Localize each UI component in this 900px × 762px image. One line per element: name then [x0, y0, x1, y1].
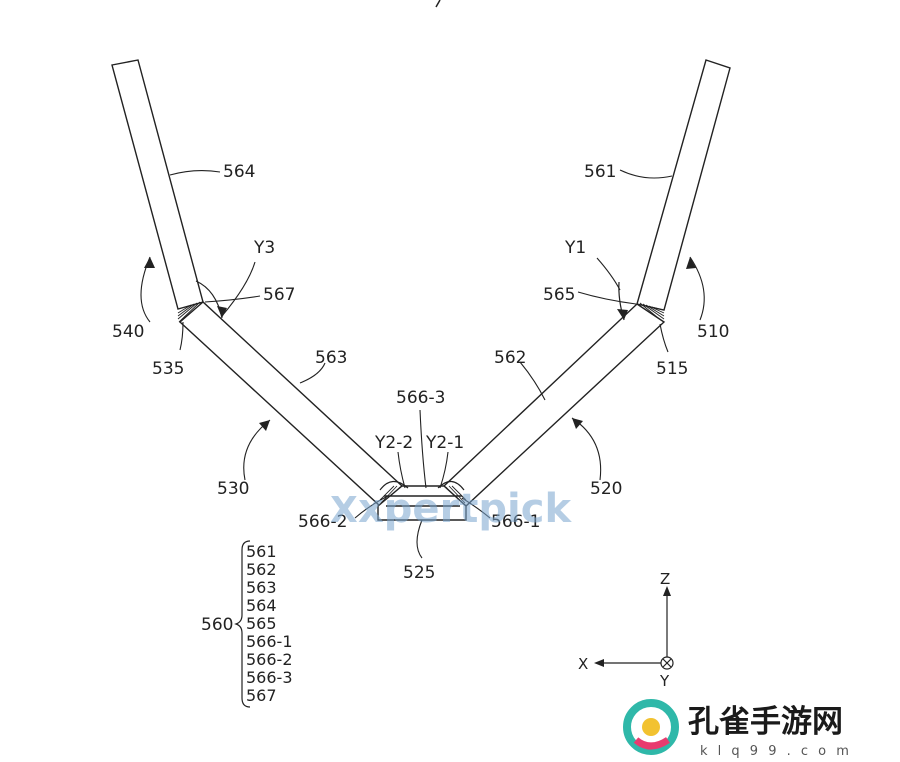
label-565: 565: [543, 285, 575, 305]
label-563: 563: [315, 348, 347, 368]
peacock-logo-icon: [623, 699, 679, 755]
label-566-3: 566-3: [396, 388, 445, 408]
legend-item: 564: [246, 596, 277, 615]
axis-y-label: Y: [659, 672, 670, 690]
arm-510: [636, 59, 731, 311]
axis-arrows: [594, 586, 671, 667]
legend-560: 560 561 562 563 564 565 566-1 566-2 566-…: [201, 540, 293, 708]
arm-520: [442, 303, 666, 507]
label-567: 567: [263, 285, 295, 305]
label-y2-1: Y2-1: [425, 433, 464, 453]
legend-item: 566-2: [246, 650, 293, 669]
brand-watermark: 孔雀手游网 k l q 9 9 . c o m: [623, 699, 852, 759]
base-525: [377, 485, 467, 521]
label-530: 530: [217, 479, 249, 499]
coordinate-axes: [600, 592, 674, 670]
arm-540: [111, 59, 204, 310]
label-540: 540: [112, 322, 144, 342]
legend-brace: [234, 540, 251, 708]
axis-z-label: Z: [660, 570, 670, 588]
legend-item: 567: [246, 686, 277, 705]
label-535: 535: [152, 359, 184, 379]
label-525: 525: [403, 563, 435, 583]
xpertpick-text: xpertpick: [358, 486, 572, 532]
top-mark: [435, 0, 441, 8]
label-y3: Y3: [253, 238, 275, 258]
label-566-1: 566-1: [491, 512, 540, 532]
label-520: 520: [590, 479, 622, 499]
brand-name: 孔雀手游网: [688, 704, 843, 740]
label-510: 510: [697, 322, 729, 342]
brand-site: k l q 9 9 . c o m: [700, 744, 852, 759]
legend-item: 566-1: [246, 632, 293, 651]
label-y2-2: Y2-2: [374, 433, 413, 453]
arrow-heads: [144, 257, 696, 431]
label-562: 562: [494, 348, 526, 368]
legend-item: 562: [246, 560, 277, 579]
xpertpick-watermark: X xpertpick: [330, 486, 572, 532]
reference-labels: 564 561 Y3 Y1 567 565 540 510 535 515 56…: [112, 162, 729, 583]
legend-item: 563: [246, 578, 277, 597]
axis-x-label: X: [578, 655, 588, 673]
arm-530: [178, 301, 404, 507]
label-y1: Y1: [564, 238, 586, 258]
xpertpick-logo: X: [330, 490, 358, 531]
legend-item: 561: [246, 542, 277, 561]
legend-item: 566-3: [246, 668, 293, 687]
label-564: 564: [223, 162, 255, 182]
label-566-2: 566-2: [298, 512, 347, 532]
legend-group-label: 560: [201, 615, 233, 635]
label-561: 561: [584, 162, 616, 182]
label-515: 515: [656, 359, 688, 379]
legend-item: 565: [246, 614, 277, 633]
